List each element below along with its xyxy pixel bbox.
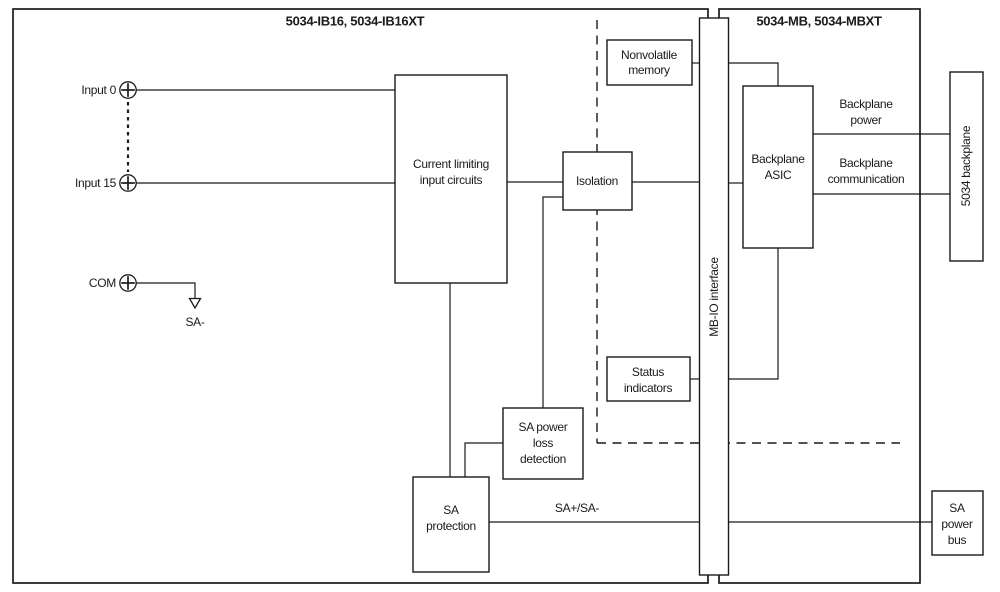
backplane-power-label-line1: Backplane [839,97,893,111]
sa-protection-label-line1: SA [443,503,459,517]
screw-terminal-icon-input0 [119,81,137,99]
component-boxes [394,39,984,573]
mb-io-interface-label: MB-IO interface [707,257,721,337]
backplane-asic-label-line1: Backplane [751,152,805,166]
sa-power-bus-box [931,490,984,556]
sa-power-loss-label-line2: loss [533,436,553,450]
wire-isolation-to-sapowerloss [542,196,563,408]
status-indicators-label-line2: indicators [624,381,673,395]
sa-power-bus-label-line2: power [941,517,972,531]
status-indicators-box [606,356,691,402]
wire-labels: Backplane power Backplane communication … [555,97,905,515]
backplane-power-label-line2: power [850,113,881,127]
wire-com-to-sa-minus [136,282,196,298]
input15-label: Input 15 [75,176,117,190]
backplane-5034-box [949,71,984,262]
ground-icon [188,297,202,310]
block-labels: Current limiting input circuits Isolatio… [413,48,973,547]
sa-power-loss-label-line1: SA power [519,420,568,434]
sa-power-bus-label-line1: SA [949,501,965,515]
input0-label: Input 0 [81,83,116,97]
nonvolatile-label-line2: memory [628,63,670,77]
sa-power-loss-box [502,407,584,480]
nonvolatile-label-line1: Nonvolatile [621,48,678,62]
wire-mbio-to-asic-top [728,62,779,86]
screw-terminal-icon-input15 [119,174,137,192]
isolation-box [562,151,633,211]
screw-terminal-icon-com [119,274,137,292]
current-limiting-box [394,74,508,284]
current-limiting-label-line1: Current limiting [413,157,489,171]
left-module-outline [12,8,709,584]
sa-power-bus-label-line3: bus [948,533,967,547]
isolation-label: Isolation [576,174,618,188]
sa-bus-label: SA+/SA- [555,501,600,515]
wire-sapowerloss-to-saprotection [464,442,503,477]
sa-protection-box [412,476,490,573]
backplane-5034-label: 5034 backplane [959,125,973,206]
backplane-communication-label-line1: Backplane [839,156,893,170]
mb-io-interface-bar [698,17,730,576]
left-module-title: 5034-IB16, 5034-IB16XT [286,14,425,29]
status-indicators-label-line1: Status [632,365,665,379]
right-module-title: 5034-MB, 5034-MBXT [756,14,882,29]
wire-asic-bottom-to-mbio [728,248,779,380]
backplane-asic-box [742,85,814,249]
current-limiting-label-line2: input circuits [420,173,483,187]
backplane-asic-label-line2: ASIC [765,168,792,182]
sa-minus-label: SA- [185,315,204,329]
nonvolatile-memory-box [606,39,693,86]
com-label: COM [89,276,116,290]
sa-protection-label-line2: protection [426,519,476,533]
backplane-communication-label-line2: communication [828,172,905,186]
isolation-boundary-dashed-line [596,20,900,444]
sa-power-loss-label-line3: detection [520,452,566,466]
